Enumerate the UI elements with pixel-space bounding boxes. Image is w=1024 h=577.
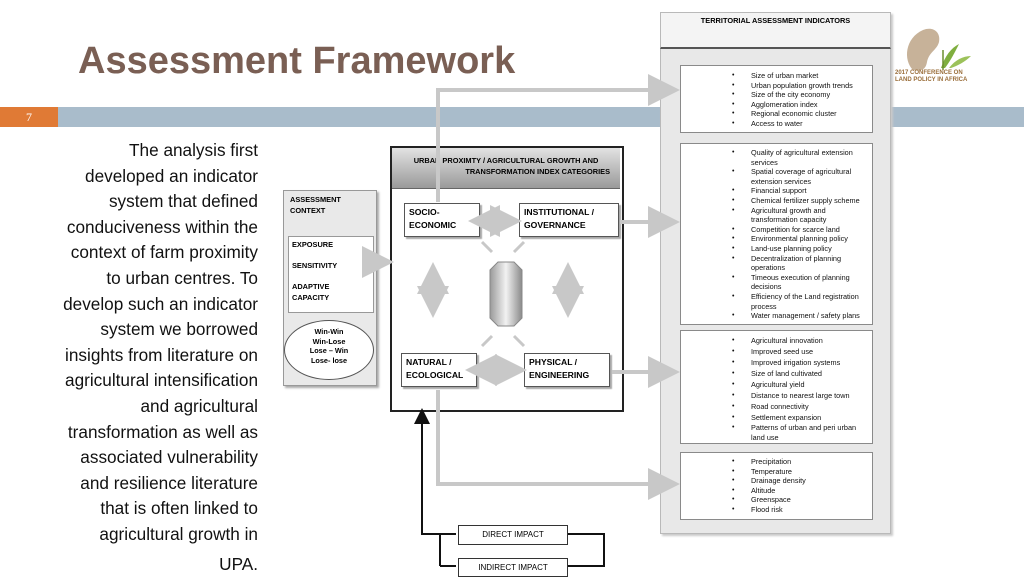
indirect-impact-label: INDIRECT IMPACT	[458, 558, 568, 577]
direct-impact-label: DIRECT IMPACT	[458, 525, 568, 545]
arrow-diag-nw	[514, 242, 524, 252]
arrow-diag-se	[482, 336, 492, 346]
arrow-socio-to-indicators	[438, 90, 672, 202]
arrow-diag-ne	[482, 242, 492, 252]
arrow-natural-to-indicators	[438, 390, 672, 484]
central-hub	[490, 262, 522, 326]
legend-bracket	[566, 534, 604, 566]
arrow-diag-sw	[514, 336, 524, 346]
